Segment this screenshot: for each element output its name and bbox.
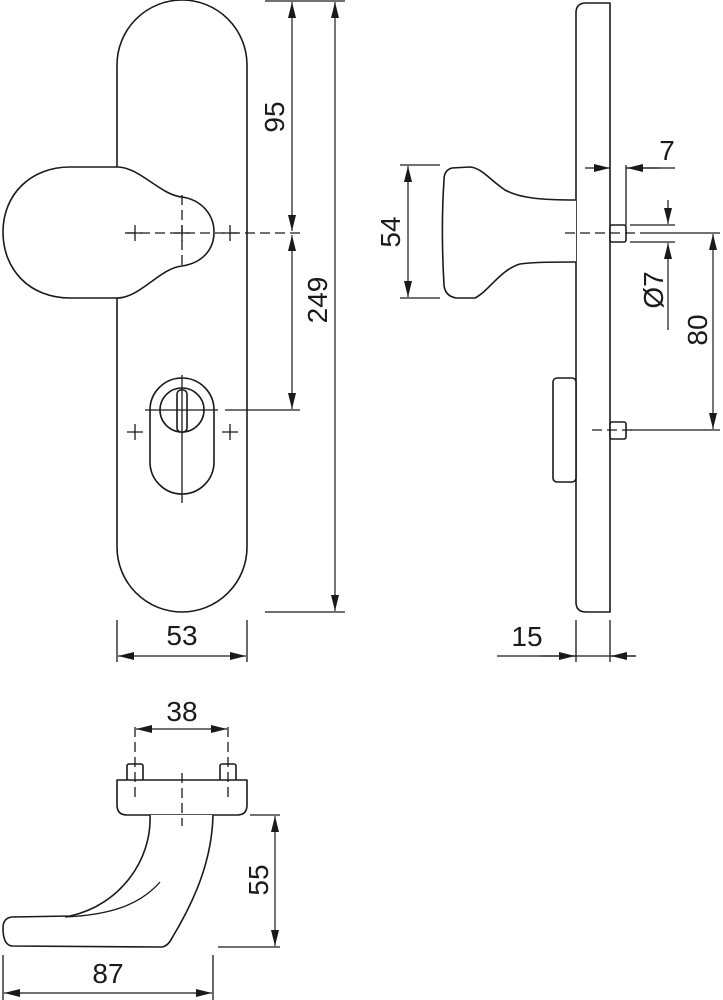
dim-249: 249 bbox=[302, 277, 333, 324]
side-knob bbox=[441, 166, 577, 299]
dim-diameter-7: Ø7 bbox=[638, 271, 669, 308]
dim-95: 95 bbox=[259, 101, 290, 132]
dim-87: 87 bbox=[92, 958, 123, 989]
side-plate bbox=[575, 2, 611, 613]
dim-53: 53 bbox=[166, 620, 197, 651]
dim-15: 15 bbox=[511, 621, 542, 652]
escutcheon-plate bbox=[116, 0, 248, 613]
dim-7: 7 bbox=[659, 135, 675, 166]
dim-54: 54 bbox=[375, 216, 406, 247]
lever-handle bbox=[2, 814, 214, 948]
thumb-turn-block bbox=[552, 377, 577, 483]
dim-38: 38 bbox=[166, 696, 197, 727]
side-view: 54 7 Ø7 80 15 bbox=[375, 2, 720, 662]
lever-view: 38 55 87 bbox=[2, 696, 280, 1000]
front-view: 95 249 53 bbox=[2, 0, 345, 662]
dim-55: 55 bbox=[243, 864, 274, 895]
dim-80: 80 bbox=[682, 314, 713, 345]
